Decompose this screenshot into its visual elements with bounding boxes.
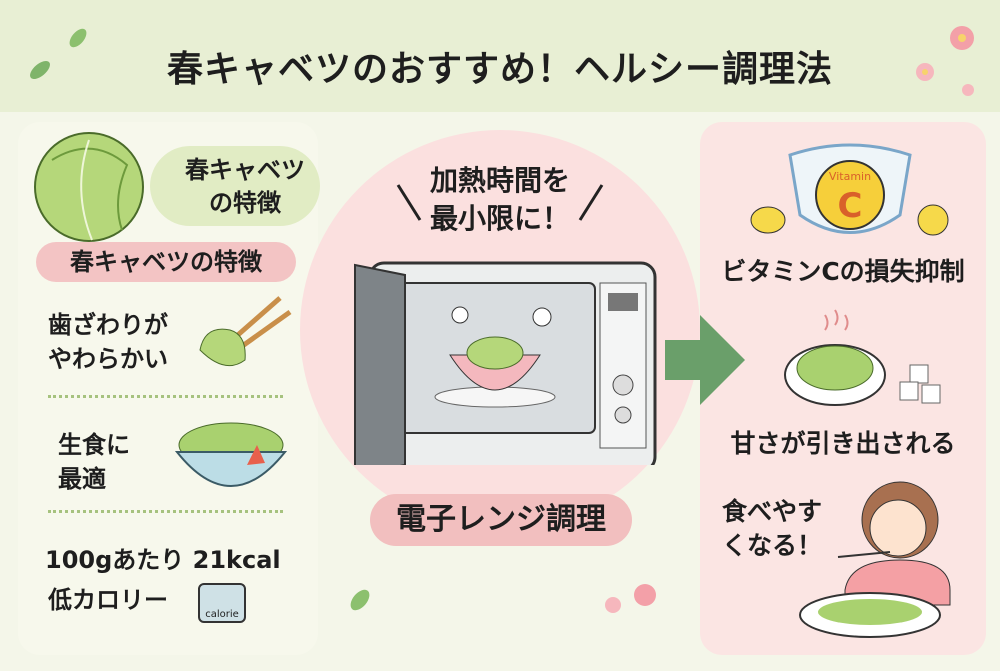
features-header-label: 春キャベツ の特徴	[150, 146, 320, 226]
arrow-right-icon	[665, 315, 745, 405]
vitamin-label: Vitamin	[829, 170, 871, 183]
benefit-easy-to-eat: 食べやす くなる！	[722, 497, 823, 560]
method-label: 電子レンジ調理	[370, 494, 632, 546]
vitamin-letter: C	[838, 186, 863, 226]
cabbage-icon	[34, 132, 144, 242]
divider	[48, 395, 283, 398]
feature-calorie-amount: 100gあたり 21kcal	[45, 546, 281, 574]
title-banner	[0, 0, 1000, 112]
divider	[48, 510, 283, 513]
woman-eating-icon	[799, 481, 951, 638]
salad-bowl-icon	[174, 422, 288, 487]
feature-raw: 生食に 最適	[58, 431, 130, 493]
feature-low-calorie: 低カロリー	[48, 586, 168, 614]
microwave-icon	[354, 184, 657, 465]
benefit-vitamin-c: ビタミンCの損失抑制	[721, 257, 965, 286]
chopsticks-cabbage-icon	[199, 296, 292, 367]
benefit-sweetness: 甘さが引き出される	[730, 429, 956, 458]
vitamin-c-shield-icon: Vitamin C	[750, 143, 949, 236]
calorie-label: calorie	[205, 609, 239, 620]
features-section-label: 春キャベツの特徴	[36, 242, 296, 282]
decor-leaves-flowers-icon	[30, 26, 974, 96]
feature-texture: 歯ざわりが やわらかい	[48, 311, 168, 373]
page-title: 春キャベツのおすすめ！ヘルシー調理法	[166, 49, 833, 90]
decor-leaves-flowers-icon	[350, 584, 656, 613]
steamed-cabbage-plate-icon	[784, 309, 941, 406]
calorie-meter-icon: calorie	[198, 583, 246, 623]
center-headline: 加熱時間を 最小限に！	[429, 164, 570, 235]
